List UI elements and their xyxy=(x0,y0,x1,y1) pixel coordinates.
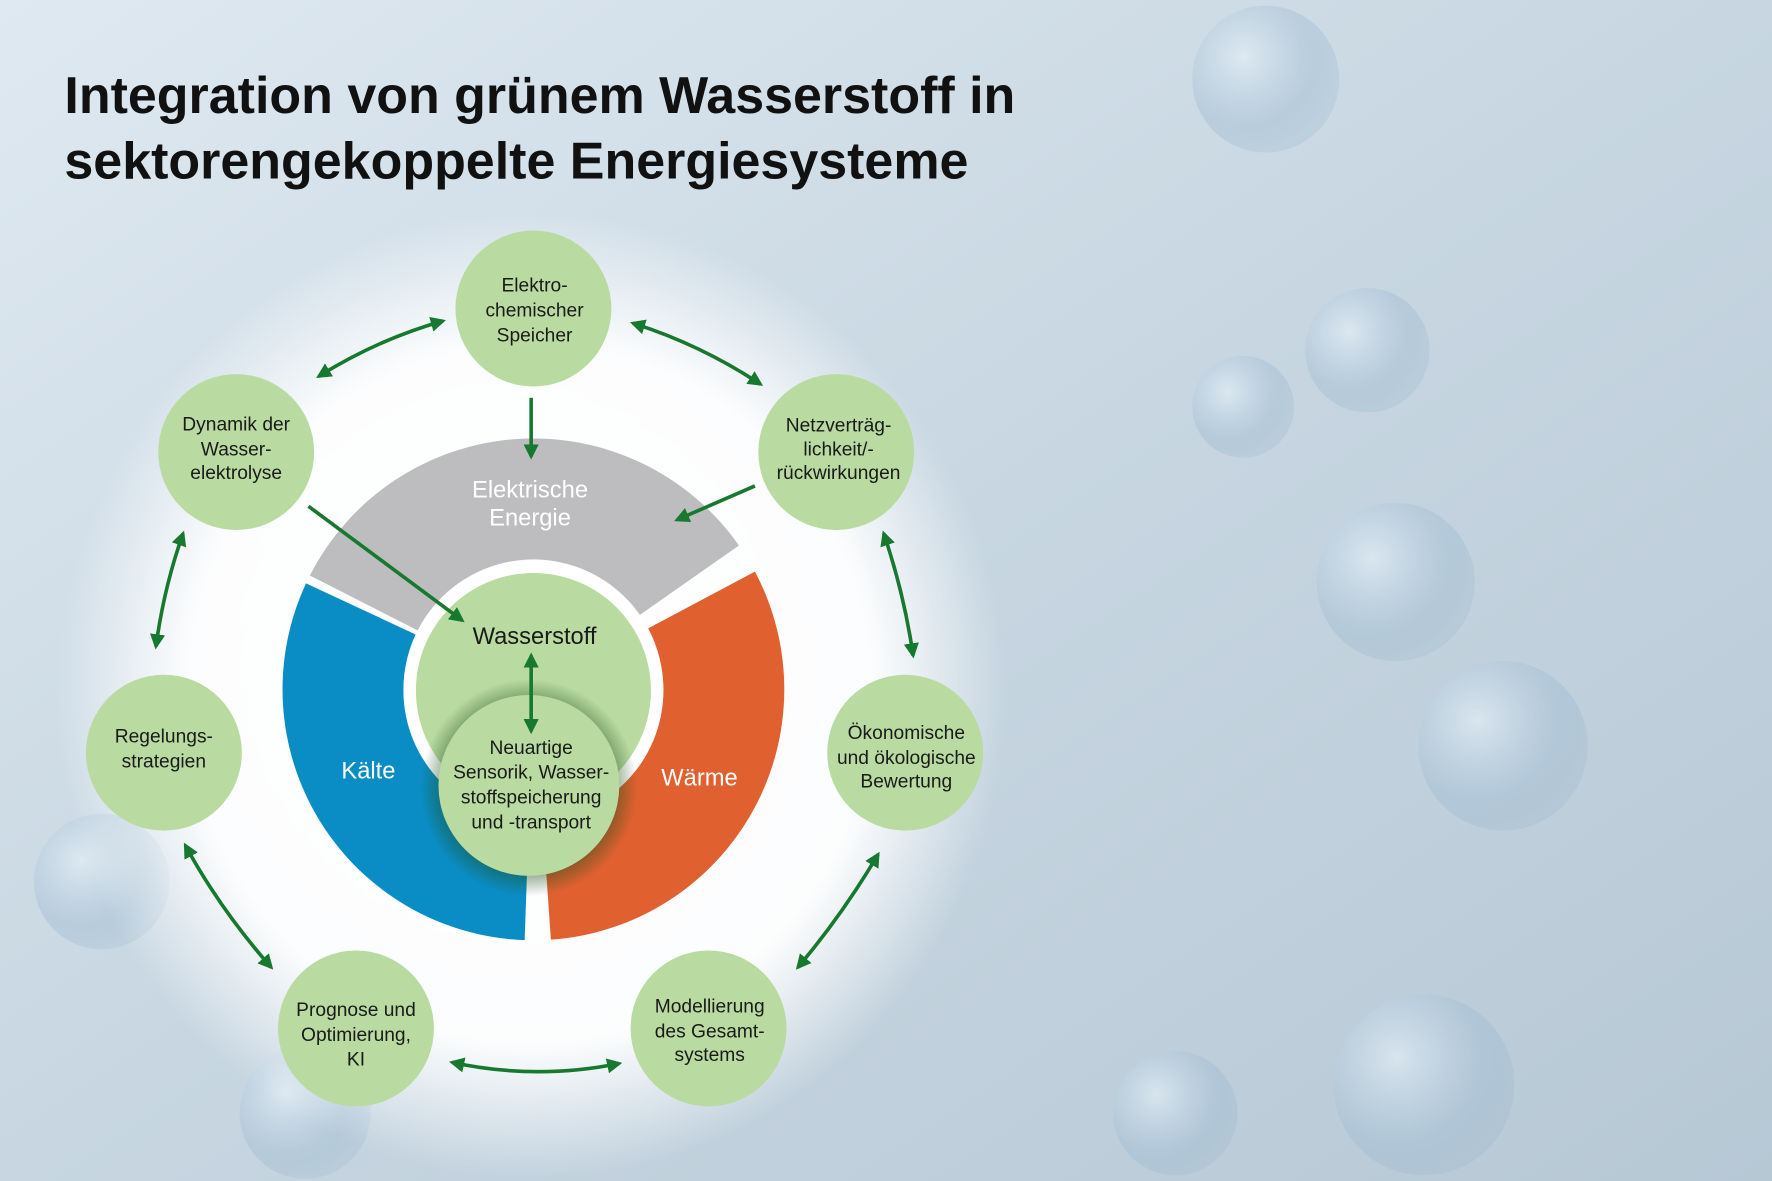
node-control: Regelungs-strategien xyxy=(85,674,242,831)
svg-text:Netzverträg-lichkeit/-rückwirk: Netzverträg-lichkeit/-rückwirkungen xyxy=(777,416,901,484)
node-grid: Netzverträg-lichkeit/-rückwirkungen xyxy=(758,374,915,531)
title-line-1: Integration von grünem Wasserstoff in xyxy=(64,67,1015,125)
heat-label: Wärme xyxy=(661,765,737,791)
arrow-storage-grid xyxy=(629,319,764,386)
arrow-forecast-control xyxy=(183,842,274,970)
arrow-economics-modelling xyxy=(795,851,880,970)
arrow-dynamics-storage xyxy=(316,316,446,378)
svg-text:Regelungs-strategien: Regelungs-strategien xyxy=(115,727,213,773)
arrow-dynamics-hydrogen xyxy=(307,504,465,623)
sensor-circle xyxy=(438,695,620,876)
hydrogen-label: Wasserstoff xyxy=(473,624,597,650)
arrow-control-dynamics xyxy=(150,530,187,650)
electric-energy-segment xyxy=(309,438,739,631)
cold-label: Kälte xyxy=(341,759,395,785)
title-line-2: sektorengekoppelte Energiesysteme xyxy=(64,133,968,191)
arrow-grid-electric xyxy=(674,484,756,522)
arrows xyxy=(150,316,919,1074)
arrow-grid-economics xyxy=(880,530,919,659)
arrow-modelling-forecast xyxy=(449,1057,623,1074)
